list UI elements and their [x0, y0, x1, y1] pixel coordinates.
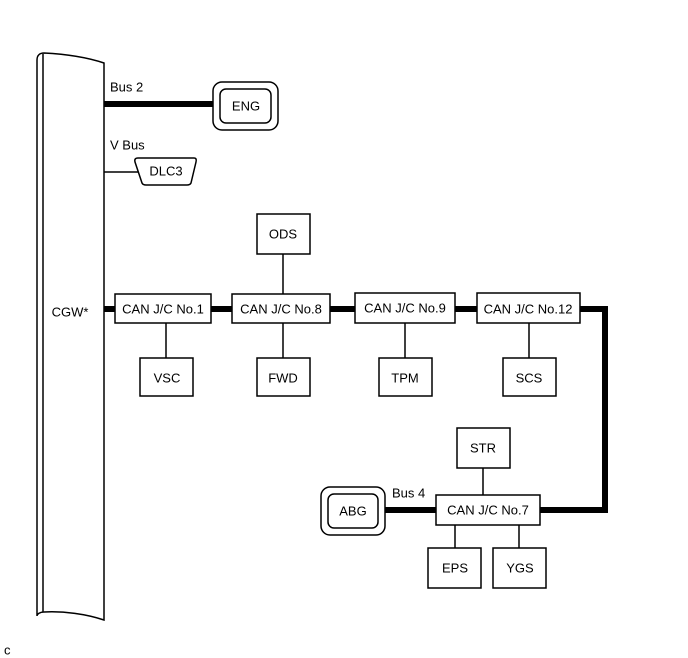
abg-label: ABG: [339, 504, 366, 519]
bus4-label: Bus 4: [392, 486, 425, 501]
dlc3-label: DLC3: [149, 164, 182, 179]
eps-ecu: EPS: [427, 547, 482, 589]
jc7-junction: CAN J/C No.7: [435, 494, 541, 526]
jc8-junction: CAN J/C No.8: [231, 293, 331, 324]
tpm-ecu: TPM: [378, 357, 433, 397]
jc9-junction: CAN J/C No.9: [354, 292, 456, 324]
jc7-label: CAN J/C No.7: [447, 503, 529, 518]
vsc-label: VSC: [154, 371, 181, 386]
bus2-label: Bus 2: [110, 80, 143, 95]
scs-ecu: SCS: [502, 357, 557, 397]
vbus-label: V Bus: [110, 138, 145, 153]
fwd-label: FWD: [268, 371, 298, 386]
scs-label: SCS: [516, 371, 543, 386]
figure-code: c: [4, 643, 11, 658]
fwd-ecu: FWD: [256, 357, 311, 397]
tpm-label: TPM: [391, 371, 418, 386]
str-label: STR: [470, 441, 496, 456]
jc8-label: CAN J/C No.8: [240, 302, 322, 317]
ygs-ecu: YGS: [492, 547, 547, 589]
ygs-label: YGS: [506, 561, 534, 576]
ods-ecu: ODS: [256, 213, 311, 255]
jc12-label: CAN J/C No.12: [484, 302, 573, 317]
jc12-junction: CAN J/C No.12: [476, 292, 581, 324]
vsc-ecu: VSC: [139, 357, 194, 397]
jc1-label: CAN J/C No.1: [122, 302, 204, 317]
jc9-label: CAN J/C No.9: [364, 301, 446, 316]
jc1-junction: CAN J/C No.1: [114, 293, 212, 324]
ods-label: ODS: [269, 227, 298, 242]
cgw-module: CGW*: [36, 52, 105, 622]
str-ecu: STR: [456, 427, 511, 469]
eng-label: ENG: [232, 99, 260, 114]
abg-ecu: ABG: [320, 486, 386, 536]
main-can-bus-line: [104, 306, 608, 513]
eng-ecu: ENG: [212, 81, 279, 131]
dlc3-connector: DLC3: [134, 157, 197, 186]
cgw-label: CGW*: [52, 305, 89, 320]
eps-label: EPS: [442, 561, 468, 576]
